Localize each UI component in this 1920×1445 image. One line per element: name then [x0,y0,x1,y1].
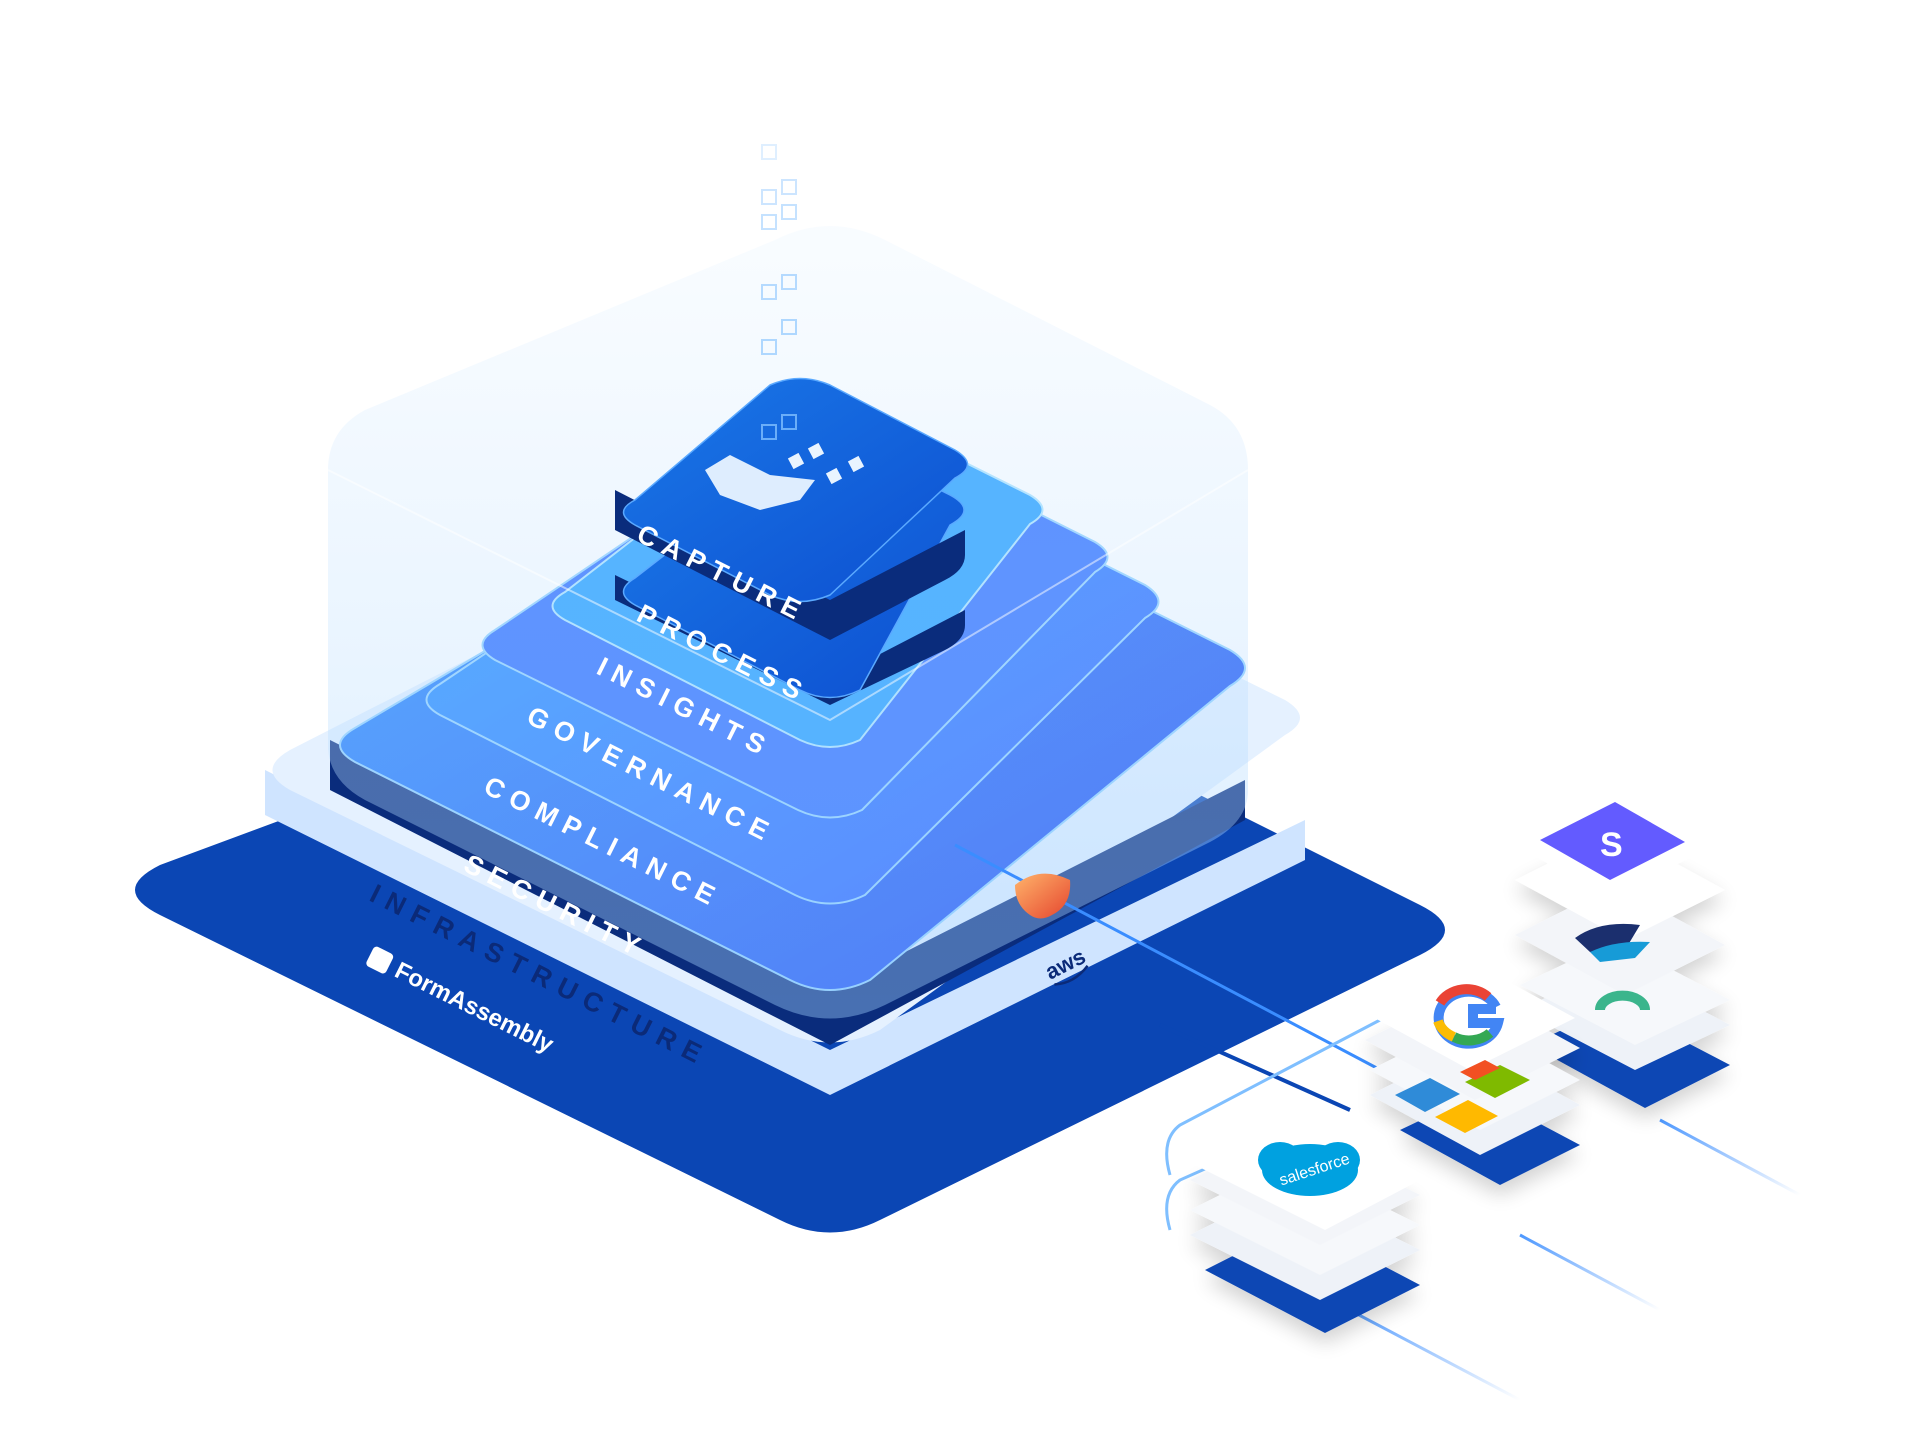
circle-app-icon [1595,990,1650,1011]
stripe-logo-text: S [1600,826,1623,864]
stripe-logo-bg [1540,802,1685,880]
glass-cube-top-edge [327,469,1249,722]
data-stream [761,144,797,440]
hand-data-icon [705,442,865,510]
google-tile [1360,958,1575,1070]
salesforce-logo: salesforce [1258,1142,1360,1196]
shield-icon [1015,873,1071,919]
aws-smile-icon [1054,964,1089,986]
microsoft-logo [1395,1060,1530,1133]
process-card-side [615,575,965,705]
capture-card-side [615,490,965,640]
google-logo [1433,984,1505,1049]
formassembly-logo-icon [366,946,394,974]
paypal-icon [1575,923,1650,962]
